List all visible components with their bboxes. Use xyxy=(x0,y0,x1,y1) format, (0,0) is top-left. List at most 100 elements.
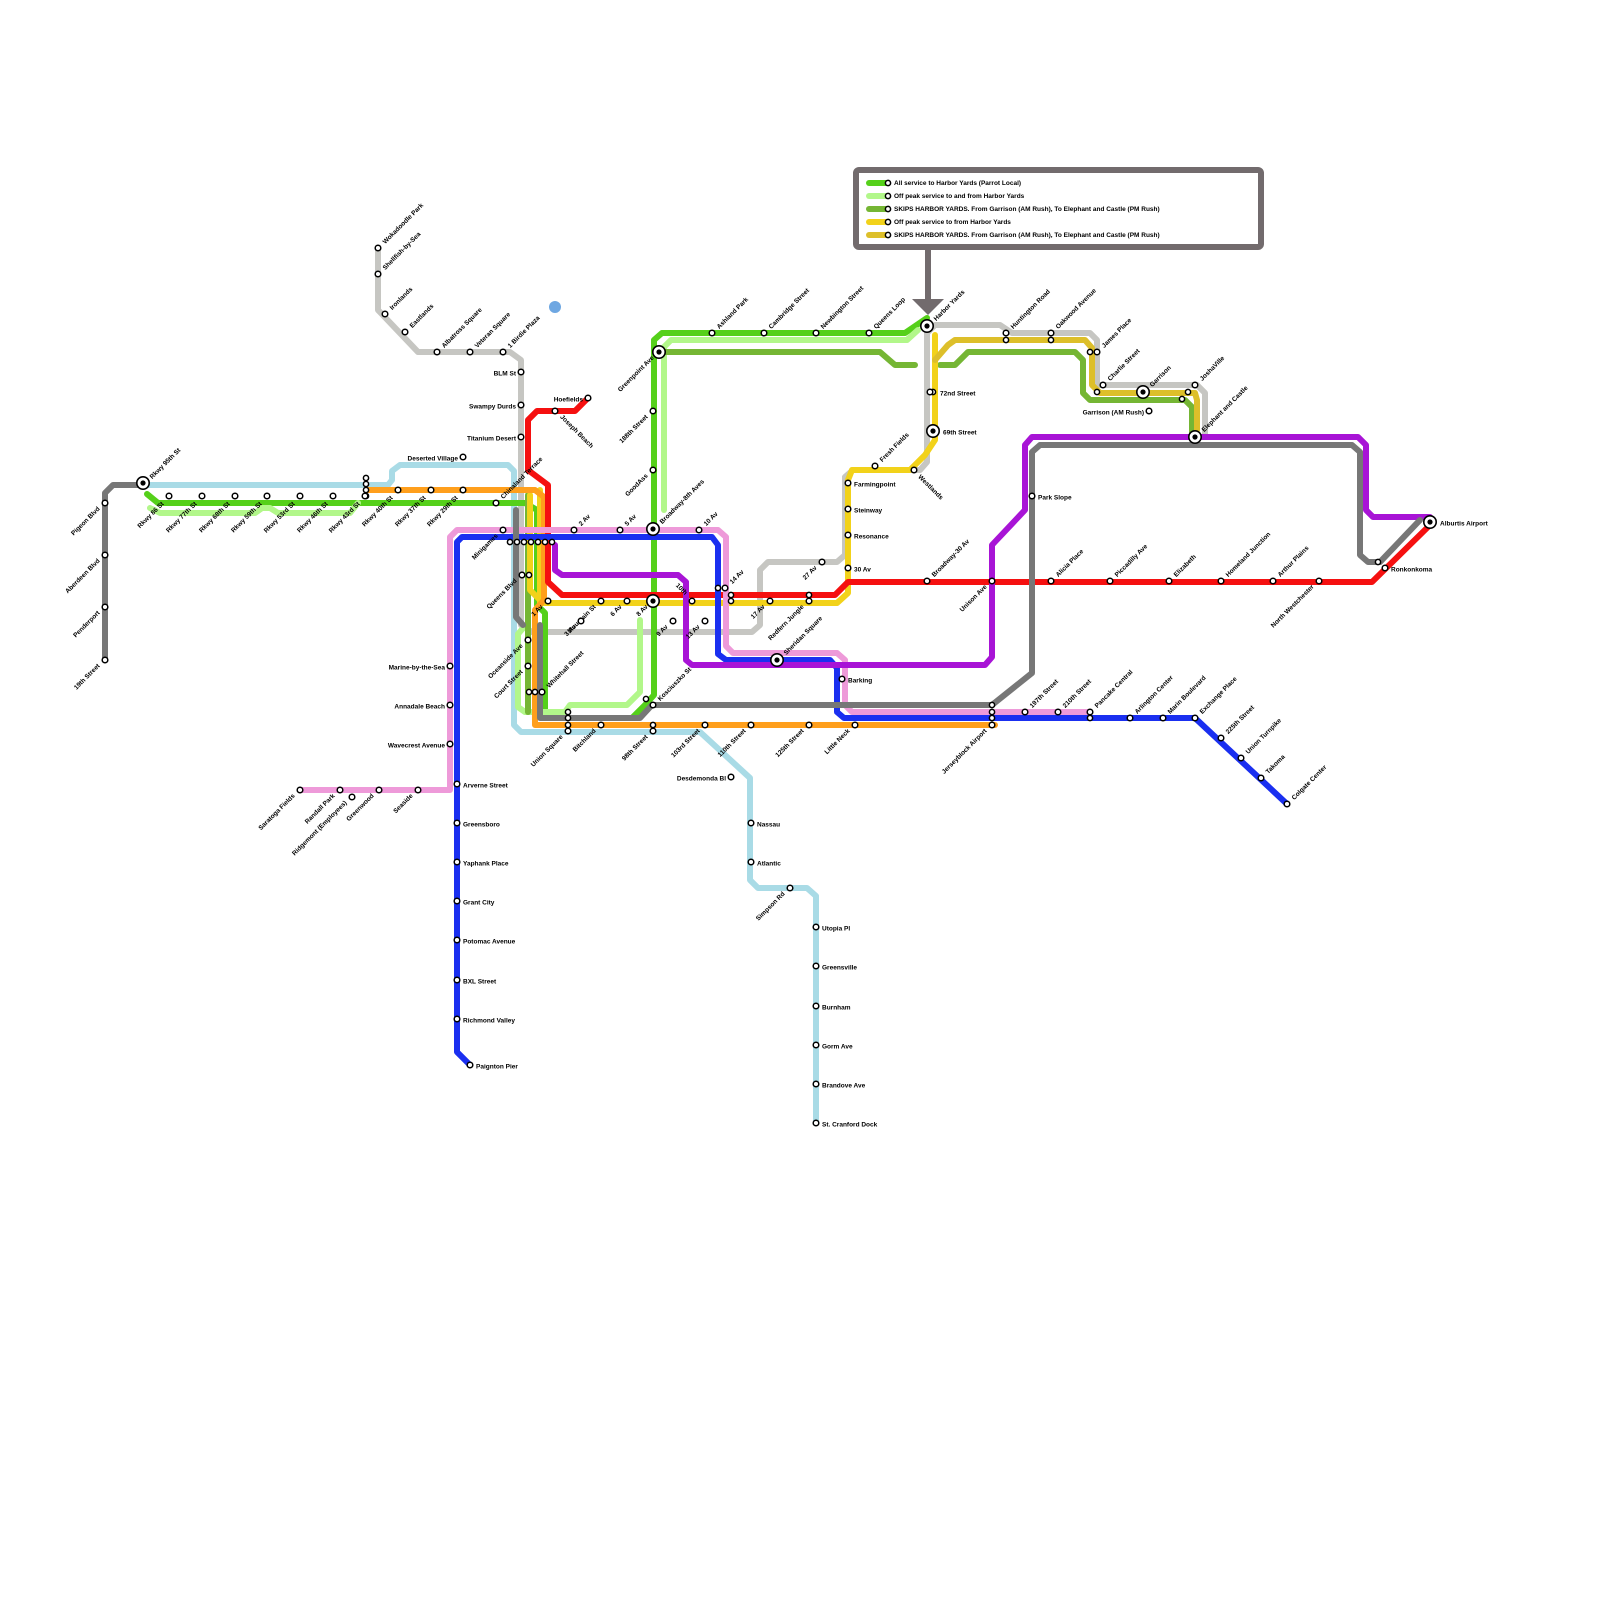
station[interactable]: 69th Street xyxy=(925,423,978,438)
station-marker[interactable] xyxy=(453,976,461,984)
station-marker[interactable] xyxy=(597,597,605,605)
station-marker[interactable] xyxy=(551,407,559,415)
station[interactable]: Arthur Plains xyxy=(1269,545,1311,585)
station-marker[interactable] xyxy=(466,348,474,356)
station-marker[interactable] xyxy=(760,329,768,337)
station-marker[interactable] xyxy=(805,597,813,605)
station[interactable]: BXL Street xyxy=(453,976,497,986)
station-marker[interactable] xyxy=(786,884,794,892)
station-marker[interactable] xyxy=(727,773,735,781)
station-marker[interactable] xyxy=(766,597,774,605)
station[interactable]: Arlington Center xyxy=(1126,674,1175,722)
station[interactable]: Park Slope xyxy=(1028,492,1072,502)
station-marker[interactable] xyxy=(381,310,389,318)
station-marker[interactable] xyxy=(427,486,435,494)
station[interactable]: James Place xyxy=(1093,317,1134,356)
station-marker[interactable] xyxy=(446,662,454,670)
station-marker[interactable] xyxy=(584,394,592,402)
station[interactable]: Greensville xyxy=(812,962,857,972)
station-marker[interactable] xyxy=(375,786,383,794)
minor-stop-marker[interactable] xyxy=(362,480,370,488)
station-marker[interactable] xyxy=(499,348,507,356)
minor-stop-marker[interactable] xyxy=(727,597,735,605)
station-marker[interactable] xyxy=(453,780,461,788)
station-marker[interactable] xyxy=(1165,577,1173,585)
station-marker[interactable] xyxy=(812,1041,820,1049)
station-marker[interactable] xyxy=(597,721,605,729)
station-marker[interactable] xyxy=(517,368,525,376)
station[interactable]: Jerseyblock Airport xyxy=(941,721,996,776)
minor-stop-marker[interactable] xyxy=(988,708,996,716)
station[interactable]: Fresh Fields xyxy=(871,431,911,470)
station[interactable]: 30 Av xyxy=(844,564,871,574)
station-marker[interactable] xyxy=(459,453,467,461)
minor-stop-marker[interactable] xyxy=(1374,558,1382,566)
station[interactable]: Alicia Place xyxy=(1047,548,1085,585)
station-marker[interactable] xyxy=(518,571,526,579)
minor-stop-marker[interactable] xyxy=(541,538,549,546)
station[interactable]: Greenpoint Ave xyxy=(617,344,666,394)
station-marker[interactable] xyxy=(747,721,755,729)
station-marker[interactable] xyxy=(524,636,532,644)
station-marker[interactable] xyxy=(459,486,467,494)
minor-stop-marker[interactable] xyxy=(1184,388,1192,396)
station-marker[interactable] xyxy=(926,388,934,396)
minor-stop-marker[interactable] xyxy=(805,591,813,599)
station-marker[interactable] xyxy=(812,923,820,931)
station-marker[interactable] xyxy=(544,597,552,605)
station-marker[interactable] xyxy=(1047,329,1055,337)
station-marker[interactable] xyxy=(1028,492,1036,500)
station[interactable]: Wokadoodle Park xyxy=(374,202,425,252)
minor-stop-marker[interactable] xyxy=(506,538,514,546)
station[interactable]: Nassau xyxy=(747,819,780,829)
station-marker[interactable] xyxy=(1126,714,1134,722)
station-marker[interactable] xyxy=(446,701,454,709)
minor-stop-marker[interactable] xyxy=(1178,395,1186,403)
station[interactable]: Desdemonda Bl xyxy=(677,773,735,783)
station-marker[interactable] xyxy=(701,617,709,625)
station-marker[interactable] xyxy=(538,688,546,696)
station-marker[interactable] xyxy=(1047,577,1055,585)
station[interactable]: 3 Av xyxy=(563,617,585,638)
station[interactable]: Burnham xyxy=(812,1002,851,1012)
station-marker[interactable] xyxy=(453,897,461,905)
station[interactable]: Resonance xyxy=(844,531,889,541)
station[interactable]: Garrison (AM Rush) xyxy=(1083,407,1153,417)
station[interactable]: Cambridge Street xyxy=(760,287,812,337)
station-marker[interactable] xyxy=(649,727,657,735)
station[interactable]: Saratoga Fields xyxy=(257,786,304,832)
station-marker[interactable] xyxy=(1191,714,1199,722)
station[interactable]: Brandove Ave xyxy=(812,1080,866,1090)
station[interactable]: 72nd Street xyxy=(926,388,976,398)
station-marker[interactable] xyxy=(570,526,578,534)
station-marker[interactable] xyxy=(812,1119,820,1127)
minor-stop-marker[interactable] xyxy=(649,721,657,729)
station-marker[interactable] xyxy=(701,721,709,729)
station-marker[interactable] xyxy=(263,492,271,500)
station-marker[interactable] xyxy=(466,1061,474,1069)
station[interactable]: 19th Street xyxy=(73,656,109,691)
station-marker[interactable] xyxy=(747,858,755,866)
station-marker[interactable] xyxy=(165,492,173,500)
station[interactable]: Arverne Street xyxy=(453,780,509,790)
station-marker[interactable] xyxy=(805,721,813,729)
station[interactable]: Atlantic xyxy=(747,858,781,868)
station-marker[interactable] xyxy=(844,564,852,572)
station-marker[interactable] xyxy=(1257,774,1265,782)
station[interactable]: Aberdeen Blvd xyxy=(64,551,109,595)
station-marker[interactable] xyxy=(688,597,696,605)
station-marker[interactable] xyxy=(708,329,716,337)
station-marker[interactable] xyxy=(812,329,820,337)
station[interactable]: Joseph Beach xyxy=(551,407,595,450)
minor-stop-marker[interactable] xyxy=(513,538,521,546)
minor-stop-marker[interactable] xyxy=(1047,336,1055,344)
station[interactable]: Marine-by-the-Sea xyxy=(389,662,454,672)
minor-stop-marker[interactable] xyxy=(564,721,572,729)
minor-stop-marker[interactable] xyxy=(1086,348,1094,356)
minor-stop-marker[interactable] xyxy=(1086,714,1094,722)
station-marker[interactable] xyxy=(1159,714,1167,722)
minor-stop-marker[interactable] xyxy=(527,538,535,546)
station[interactable]: Gorm Ave xyxy=(812,1041,853,1051)
station-marker[interactable] xyxy=(101,499,109,507)
minor-stop-marker[interactable] xyxy=(362,474,370,482)
